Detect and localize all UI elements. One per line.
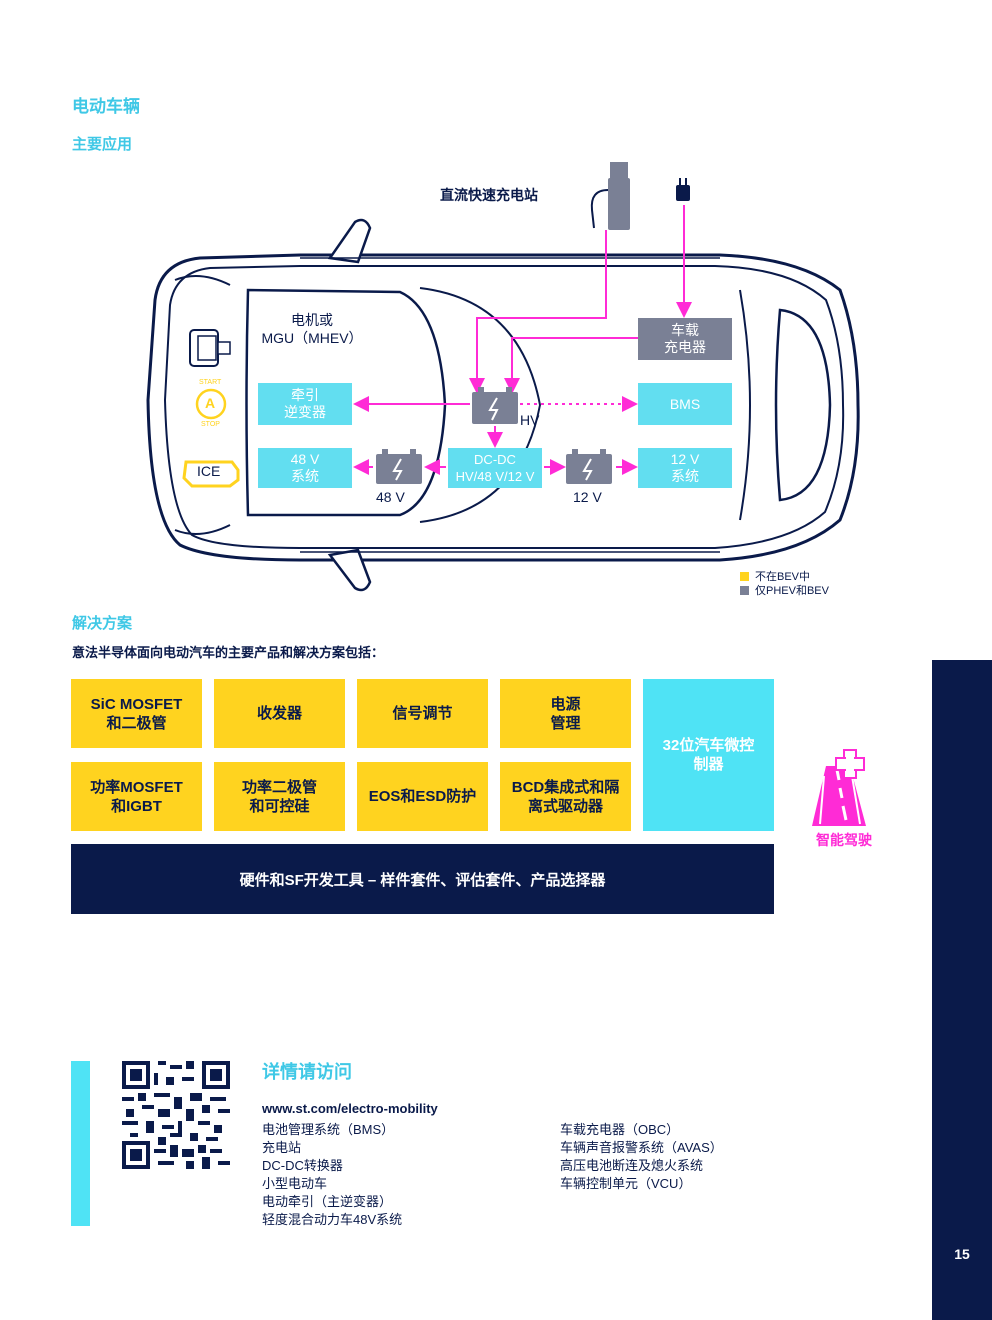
more-info-url[interactable]: www.st.com/electro-mobility <box>262 1101 438 1116</box>
solution-eos-esd: EOS和ESD防护 <box>357 762 488 831</box>
charging-station-icon <box>590 162 630 230</box>
ice-label: ICE <box>197 463 221 479</box>
obc-box: 车载 充电器 <box>638 318 732 360</box>
motor-icon <box>189 329 231 367</box>
stop-label: STOP <box>201 421 220 428</box>
info-accent-bar <box>71 1061 90 1226</box>
motor-label: 电机或 MGU（MHEV） <box>261 312 363 346</box>
adas-label: 智能驾驶 <box>816 832 872 848</box>
batt48-label: 48 V <box>376 489 405 505</box>
engine-icon <box>182 460 240 488</box>
charging-station-label: 直流快速充电站 <box>440 187 538 203</box>
plug-icon <box>676 178 690 201</box>
link-mild-hybrid[interactable]: 轻度混合动力车48V系统 <box>262 1212 403 1227</box>
right-link-list: 车载充电器（OBC） 车辆声音报警系统（AVAS） 高压电池断连及熄火系统 车辆… <box>560 1121 723 1193</box>
traction-inverter-box: 牵引 逆变器 <box>258 383 352 425</box>
page-title: 电动车辆 <box>72 97 140 116</box>
solution-power-mosfet: 功率MOSFET 和IGBT <box>71 762 202 831</box>
tools-bar: 硬件和SF开发工具 – 样件套件、评估套件、产品选择器 <box>71 844 774 914</box>
solution-sic-mosfet: SiC MOSFET 和二极管 <box>71 679 202 748</box>
hv-label: HV <box>520 412 540 428</box>
link-vcu[interactable]: 车辆控制单元（VCU） <box>560 1176 692 1191</box>
link-dcdc[interactable]: DC-DC转换器 <box>262 1158 343 1173</box>
legend-gray-swatch <box>740 585 749 595</box>
link-hv-disconnect[interactable]: 高压电池断连及熄火系统 <box>560 1158 704 1173</box>
battery-12v-icon <box>566 449 612 484</box>
more-info-title: 详情请访问 <box>262 1062 352 1082</box>
battery-48v-icon <box>376 449 422 484</box>
link-traction[interactable]: 电动牵引（主逆变器） <box>262 1194 393 1209</box>
page-number: 15 <box>954 1246 970 1262</box>
link-bms[interactable]: 电池管理系统（BMS） <box>262 1122 395 1137</box>
legend-phev-bev-text: 仅PHEV和BEV <box>755 585 829 597</box>
batt12-label: 12 V <box>573 489 602 505</box>
link-charging-station[interactable]: 充电站 <box>262 1140 302 1155</box>
hv-battery-icon <box>472 387 518 424</box>
start-stop-icon <box>195 388 227 420</box>
start-letter: A <box>205 395 216 411</box>
link-obc[interactable]: 车载充电器（OBC） <box>560 1122 680 1137</box>
solution-bcd-drivers: BCD集成式和隔 离式驱动器 <box>500 762 631 831</box>
sys48-box: 48 V 系统 <box>258 448 352 488</box>
solution-power-management: 电源 管理 <box>500 679 631 748</box>
bms-box: BMS <box>638 383 732 425</box>
solution-transceiver: 收发器 <box>214 679 345 748</box>
solution-mcu: 32位汽车微控 制器 <box>643 679 774 831</box>
legend-yellow-swatch <box>740 571 749 581</box>
dcdc-box: DC-DC HV/48 V/12 V <box>448 448 542 488</box>
legend-not-in-bev: 不在BEV中 <box>740 568 810 584</box>
qr-code[interactable] <box>122 1061 230 1169</box>
car-diagram <box>146 162 860 592</box>
adas-road-icon <box>812 749 866 826</box>
section-main-apps: 主要应用 <box>72 136 133 153</box>
legend-not-in-bev-text: 不在BEV中 <box>755 571 811 583</box>
legend-phev-bev: 仅PHEV和BEV <box>740 582 829 598</box>
link-light-ev[interactable]: 小型电动车 <box>262 1176 328 1191</box>
side-bar <box>932 660 992 1320</box>
solution-signal-conditioning: 信号调节 <box>357 679 488 748</box>
solutions-intro: 意法半导体面向电动汽车的主要产品和解决方案包括： <box>72 645 385 660</box>
sys12-box: 12 V 系统 <box>638 448 732 488</box>
section-solutions: 解决方案 <box>72 615 133 632</box>
start-label: START <box>199 379 222 386</box>
solution-power-diodes: 功率二极管 和可控硅 <box>214 762 345 831</box>
left-link-list: 电池管理系统（BMS） 充电站 DC-DC转换器 小型电动车 电动牵引（主逆变器… <box>262 1121 402 1229</box>
link-avas[interactable]: 车辆声音报警系统（AVAS） <box>560 1140 723 1155</box>
